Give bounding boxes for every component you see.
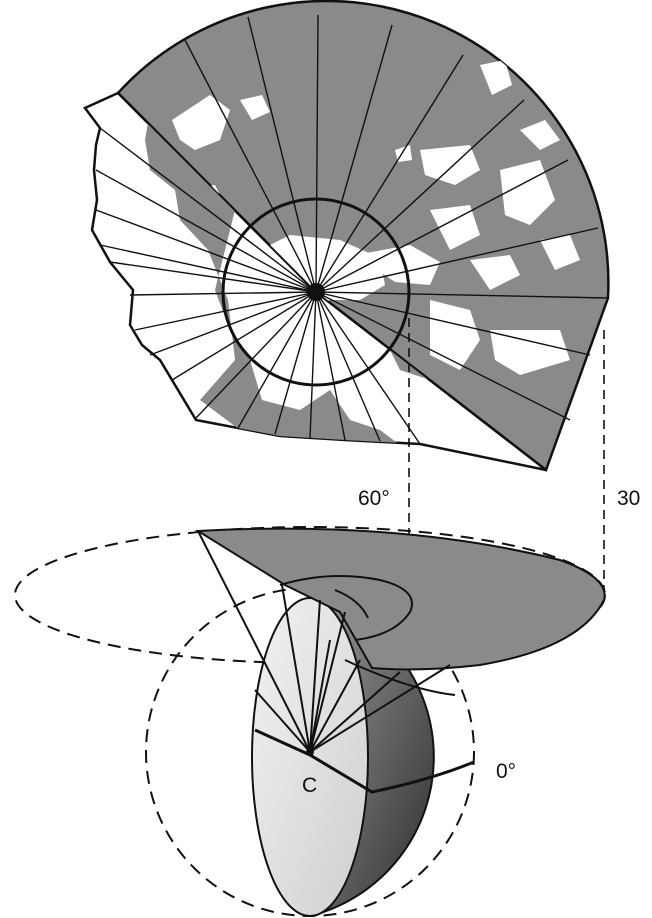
sphere-parallel-30 bbox=[344, 659, 456, 696]
projected-map bbox=[83, 0, 610, 473]
projection-rays bbox=[197, 530, 451, 753]
equator-line bbox=[254, 728, 475, 794]
label-60-degrees: 60° bbox=[358, 487, 390, 510]
parallel-60-circle bbox=[221, 197, 411, 387]
label-30-degrees: 30 bbox=[617, 487, 640, 510]
projection-model bbox=[14, 526, 606, 918]
label-equator-0-degrees: 0° bbox=[496, 760, 516, 783]
sphere-cut-face bbox=[251, 597, 369, 917]
center-point bbox=[306, 748, 314, 756]
plane-inner-ring bbox=[279, 575, 413, 641]
north-pole-point bbox=[307, 283, 325, 301]
map-fan-area bbox=[116, 0, 610, 473]
meridians bbox=[95, 14, 609, 471]
label-center-c: C bbox=[302, 774, 317, 797]
projection-plane bbox=[194, 527, 606, 671]
projection-guides bbox=[408, 318, 605, 600]
